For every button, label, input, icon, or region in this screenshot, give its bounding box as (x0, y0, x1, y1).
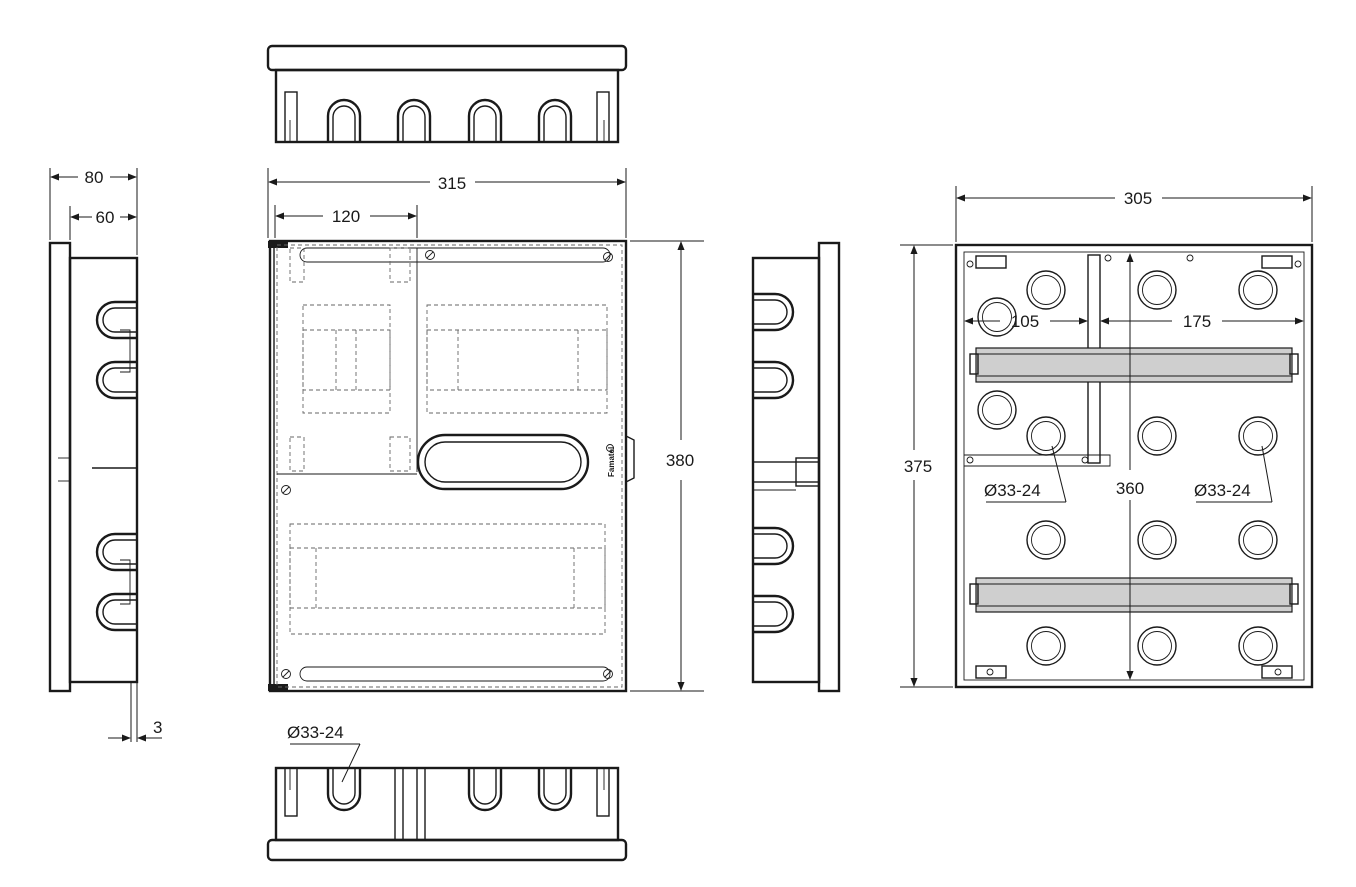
dim-front-section: 120 (332, 207, 360, 226)
dim-front-width: 315 (438, 174, 466, 193)
brand-logo-text: Famatel (607, 447, 616, 477)
dim-front-height: 380 (666, 451, 694, 470)
dim-back-right-span: 175 (1183, 312, 1211, 331)
right-side-view (751, 241, 841, 693)
dim-side-depth-inner: 60 (96, 208, 115, 227)
dim-side-depth-outer: 80 (85, 168, 104, 187)
back-knockout-label-right: Ø33-24 (1194, 481, 1251, 500)
left-side-view: 80 60 3 (48, 168, 162, 742)
front-view: Famatel 315 120 380 (267, 168, 704, 693)
back-knockout-label-left: Ø33-24 (984, 481, 1041, 500)
top-view (266, 44, 628, 144)
back-view: 305 375 360 105 175 Ø33-24 Ø33-24 (900, 186, 1314, 689)
dim-back-width: 305 (1124, 189, 1152, 208)
bottom-knockout-label: Ø33-24 (287, 723, 344, 742)
dim-back-inner-height: 360 (1116, 479, 1144, 498)
dim-back-height: 375 (904, 457, 932, 476)
dim-side-wall: 3 (153, 718, 162, 737)
dim-back-left-span: 105 (1011, 312, 1039, 331)
bottom-view: Ø33-24 (266, 723, 628, 862)
